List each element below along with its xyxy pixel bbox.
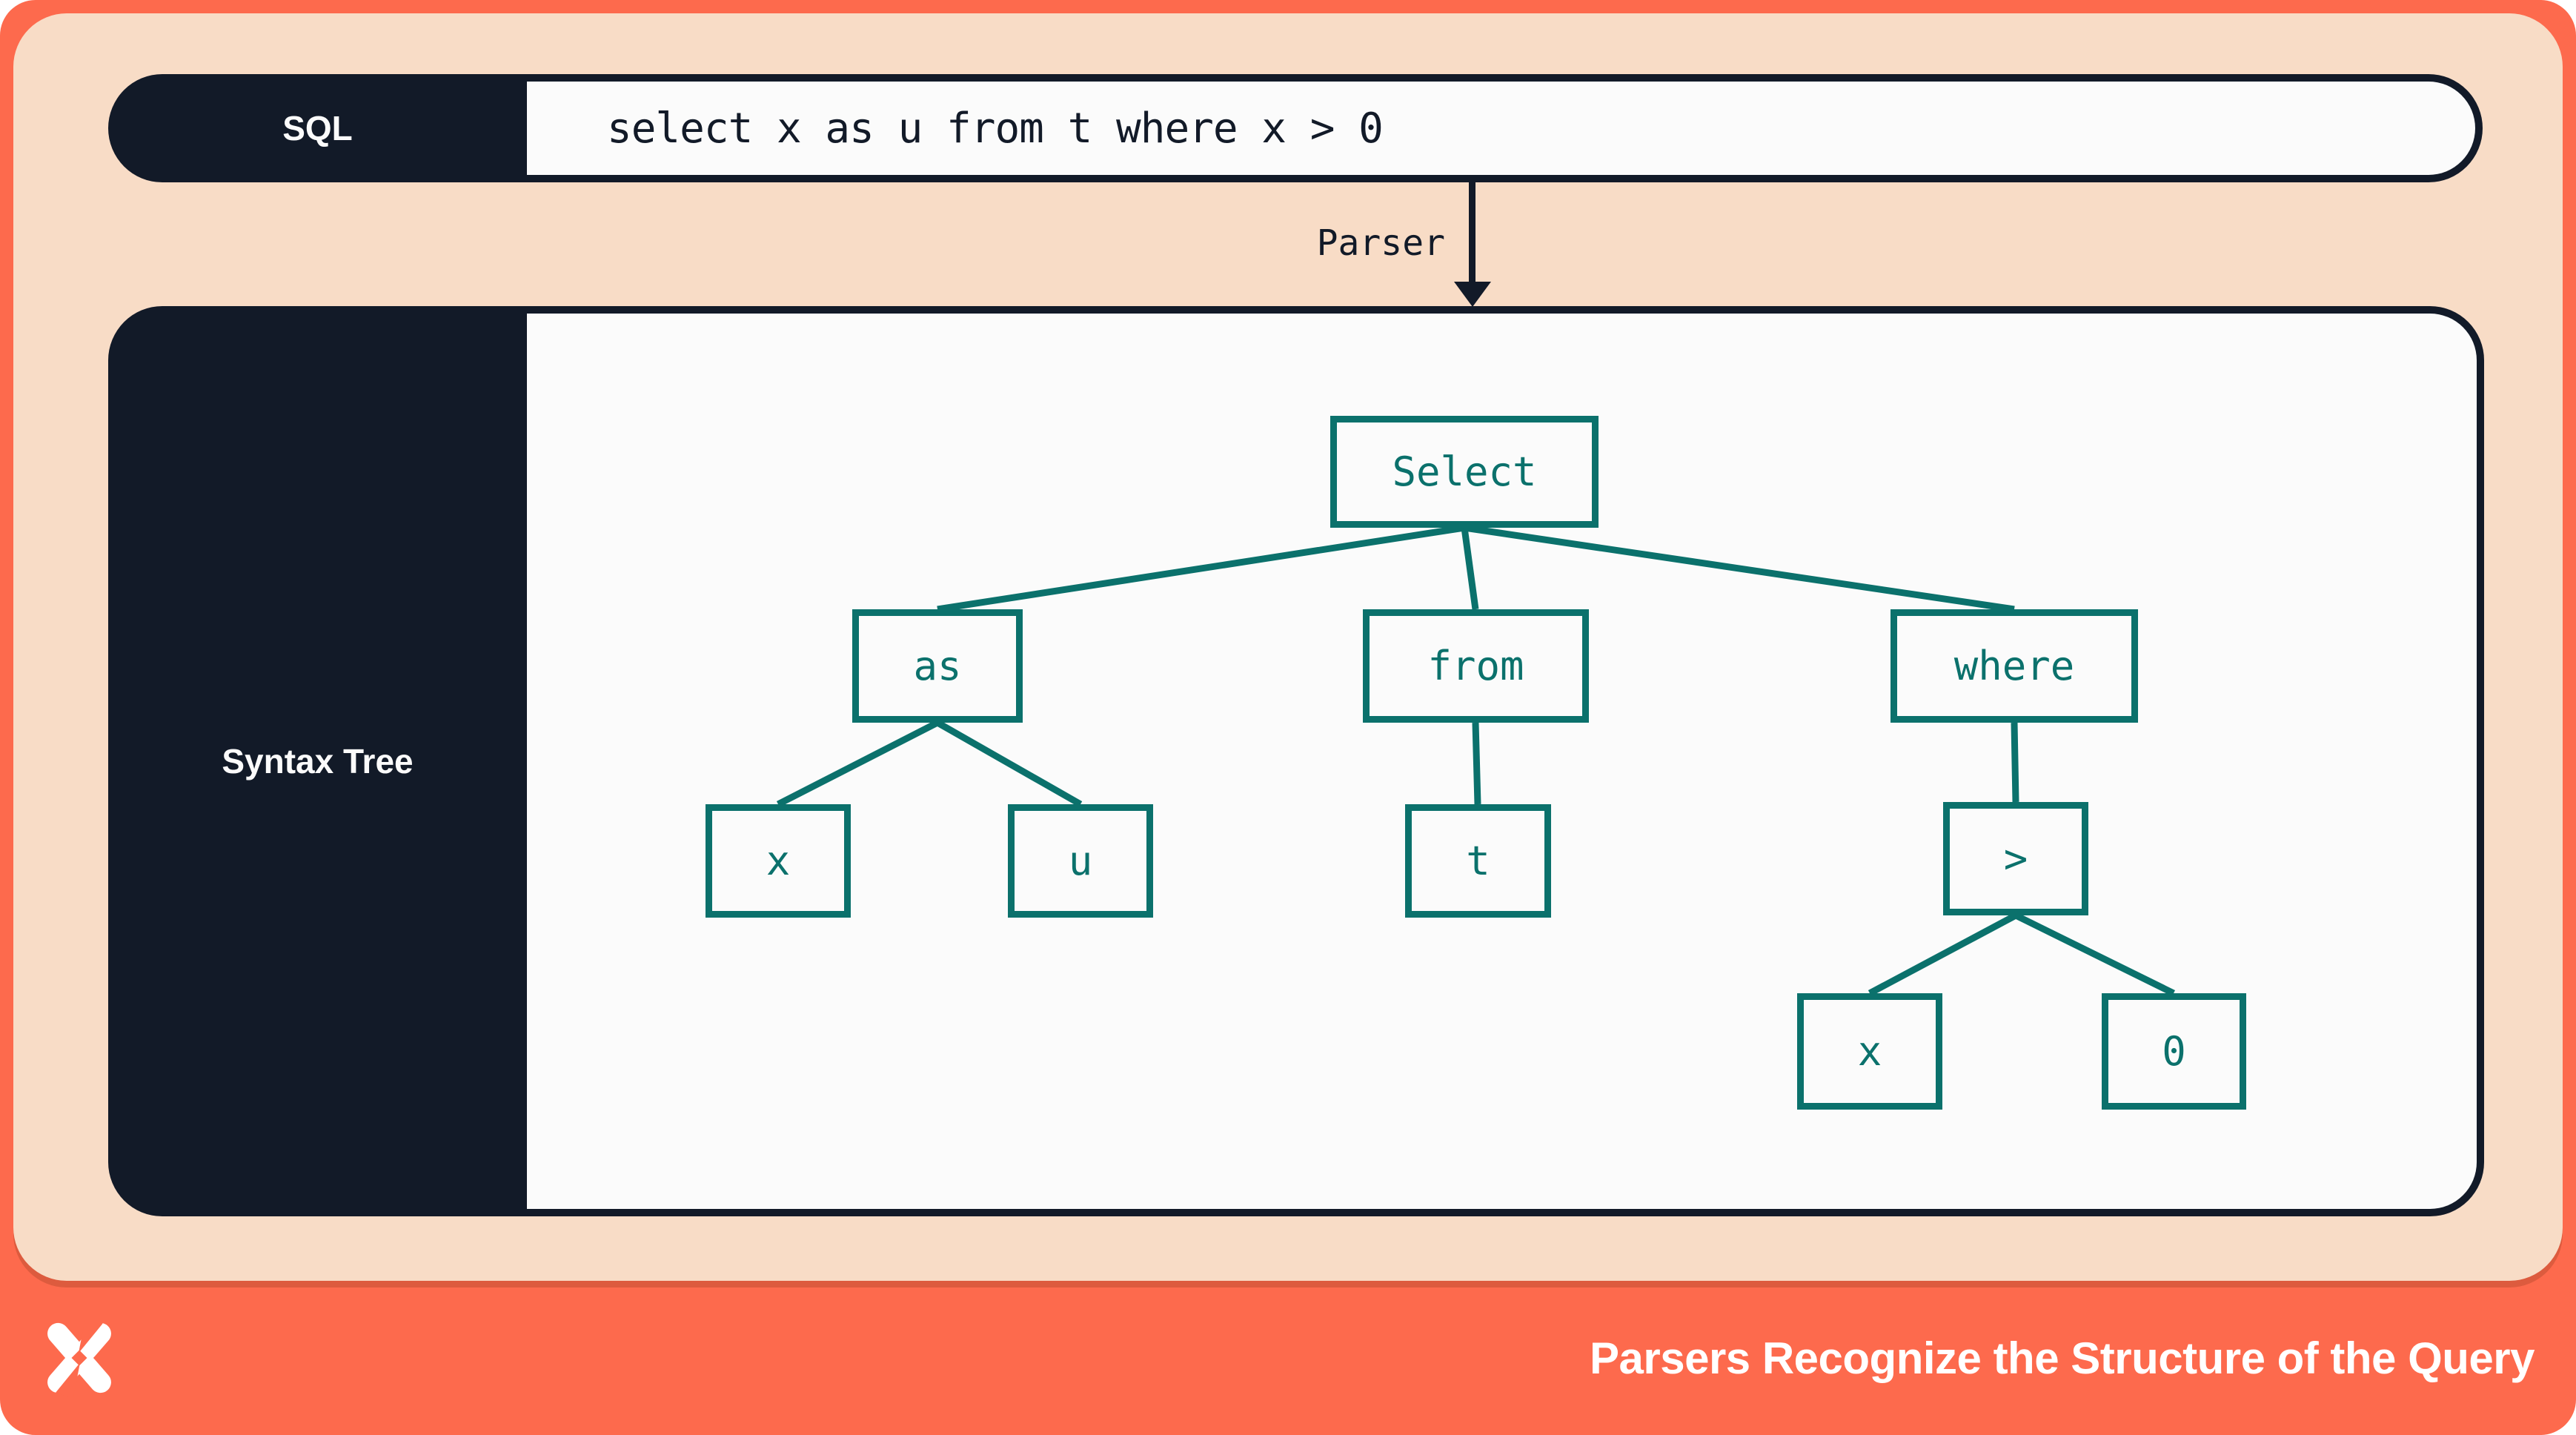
tree-node-greater-than: > (1943, 802, 2088, 915)
tree-node-u: u (1008, 804, 1153, 918)
tree-node-select: Select (1330, 416, 1599, 528)
tree-node-where: where (1890, 609, 2138, 723)
sql-bar: SQL select x as u from t where x > 0 (108, 74, 2483, 182)
tree-node-t: t (1405, 804, 1551, 918)
tree-edges (776, 524, 2175, 997)
parser-arrow-line (1469, 182, 1475, 285)
tree-node-from: from (1363, 609, 1589, 723)
tree-node-zero: 0 (2102, 993, 2246, 1110)
syntax-tree-panel: Syntax Tree Select as from where x (108, 306, 2484, 1216)
x-star-logo-icon (47, 1319, 111, 1397)
parser-arrow-head-icon (1454, 282, 1491, 307)
syntax-tree-canvas: Select as from where x u t > x 0 (527, 314, 2477, 1209)
syntax-tree-panel-label: Syntax Tree (222, 742, 414, 781)
footer-bar: Parsers Recognize the Structure of the Q… (0, 1281, 2576, 1435)
parser-label: Parser (1316, 222, 1445, 264)
sql-query-text: select x as u from t where x > 0 (607, 104, 1384, 153)
sql-bar-label: SQL (282, 109, 353, 148)
footer-caption: Parsers Recognize the Structure of the Q… (1589, 1333, 2535, 1383)
sql-query-box: select x as u from t where x > 0 (527, 82, 2475, 175)
tree-node-as: as (852, 609, 1023, 723)
tree-node-x-alias: x (706, 804, 851, 918)
tree-node-x-operand: x (1797, 993, 1942, 1110)
